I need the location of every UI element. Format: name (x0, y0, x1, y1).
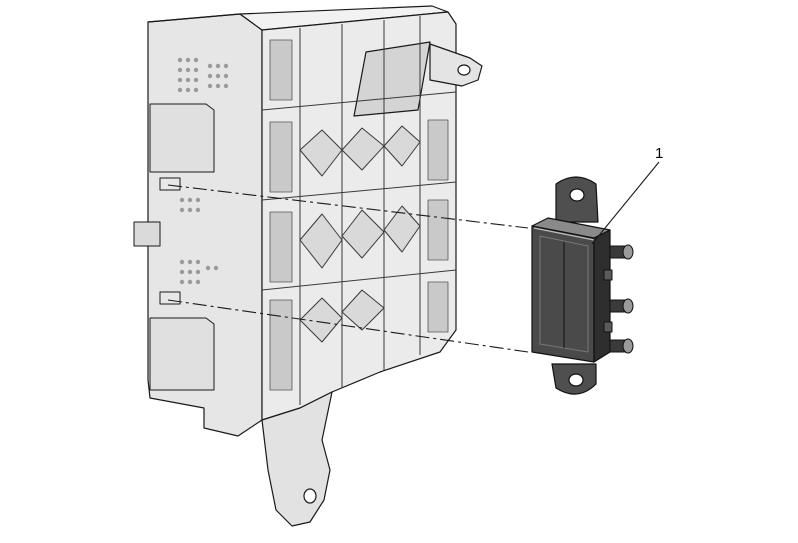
mounting-bracket (133, 5, 483, 527)
upper-ear-hole (457, 64, 471, 76)
component-upper-ear-hole (569, 188, 585, 202)
alignment-lines (167, 184, 529, 353)
component-body-top (531, 217, 611, 239)
component-lower-ear-hole (568, 373, 584, 387)
bracket-lattice (299, 125, 421, 343)
callout-1: 1 (591, 145, 663, 245)
component-item-1 (531, 176, 634, 395)
component-body-front (531, 225, 595, 363)
component-body-side (593, 229, 611, 363)
bracket-cells (269, 39, 449, 391)
component-front-rib (539, 235, 589, 353)
alignment-line-upper (167, 184, 529, 229)
component-top-highlight (533, 227, 595, 241)
callout-1-leader (591, 161, 660, 245)
bracket-connector-blocks (133, 103, 215, 391)
bracket-upper-ear (429, 43, 483, 87)
component-pins (603, 244, 634, 354)
bracket-vent-holes (177, 57, 229, 285)
callout-1-label: 1 (655, 145, 663, 162)
alignment-line-lower (167, 299, 529, 353)
bracket-top-tab (353, 41, 431, 117)
lower-tab-hole (303, 488, 317, 504)
